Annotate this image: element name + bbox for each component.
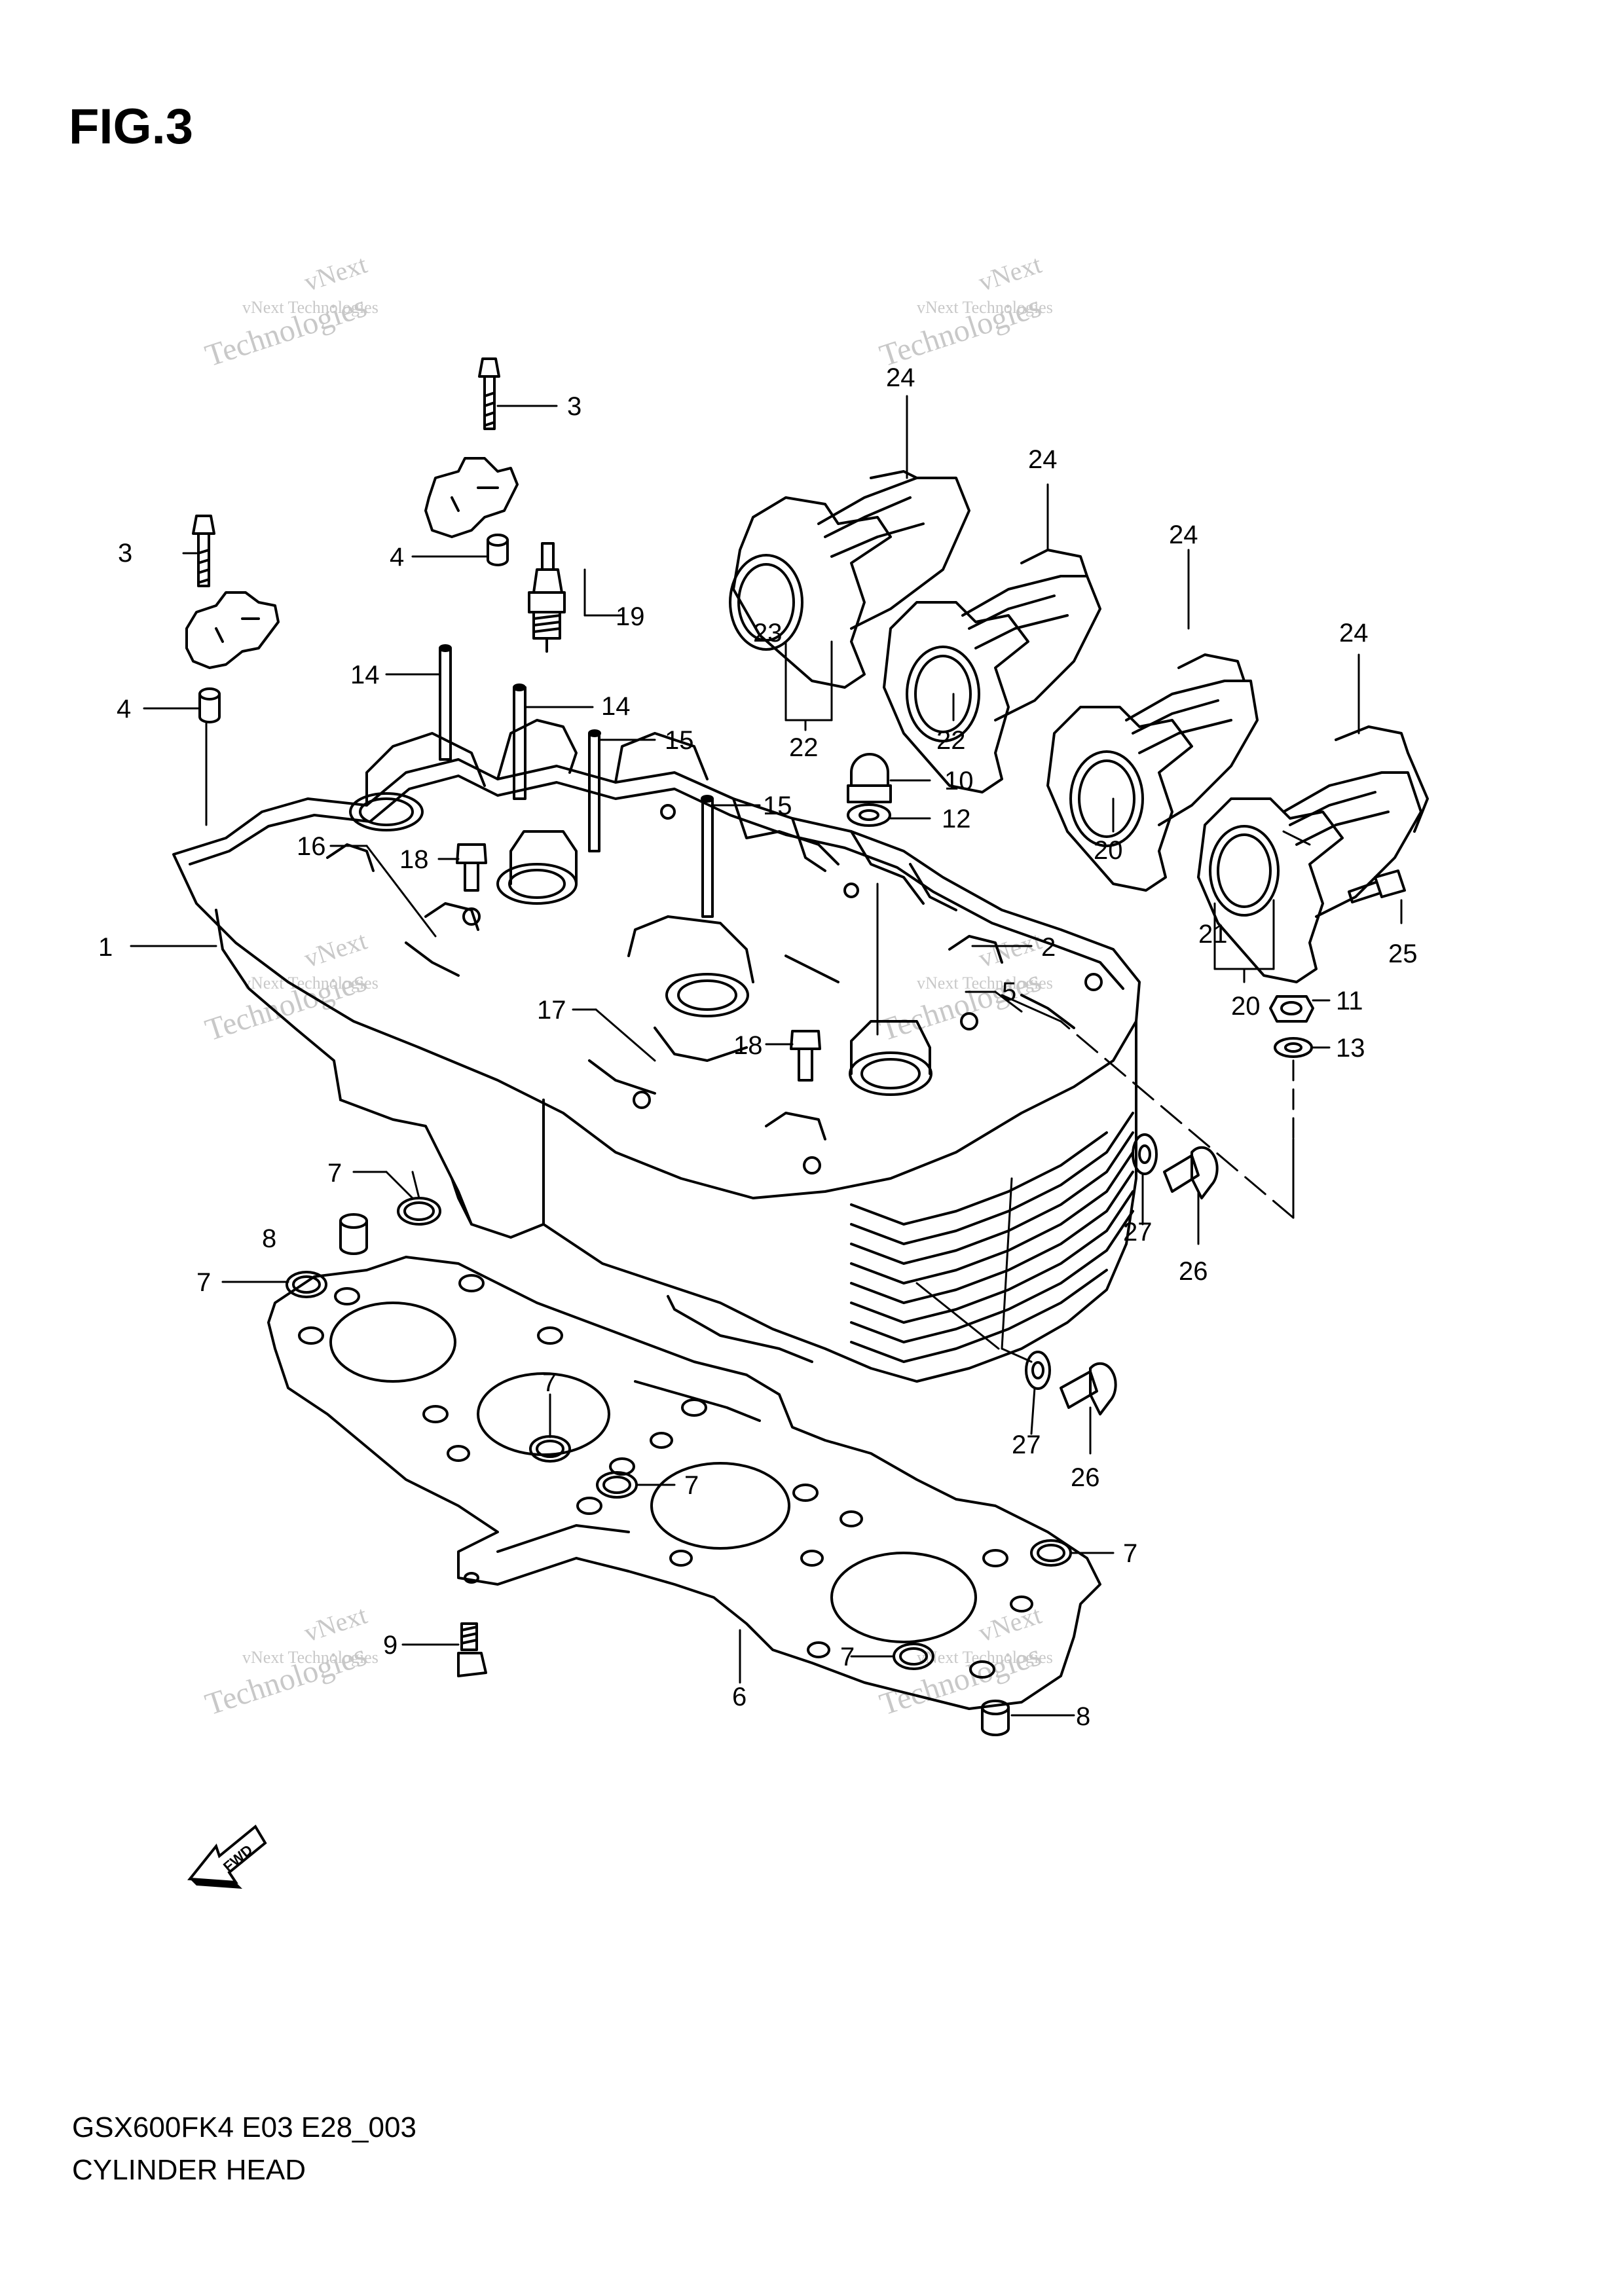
callout-18: 18 xyxy=(399,845,429,874)
watermark: vNext Technologies vNext Technologies xyxy=(201,1600,378,1722)
head-gasket xyxy=(267,1256,1101,1710)
callout-12: 12 xyxy=(942,805,971,833)
callout-15: 15 xyxy=(763,792,792,820)
figure-title: FIG.3 xyxy=(69,99,194,155)
bolt-18-center xyxy=(790,1030,821,1082)
callout-22: 22 xyxy=(789,733,819,762)
stud-15-right xyxy=(701,795,714,918)
spark-plug xyxy=(528,542,566,653)
o-rings xyxy=(286,1197,1072,1670)
callout-17: 17 xyxy=(537,996,566,1025)
dowel-4-upper xyxy=(487,534,509,566)
callout-7: 7 xyxy=(1123,1539,1137,1568)
callout-9: 9 xyxy=(383,1631,397,1660)
bolt-3-upper xyxy=(478,357,500,430)
callout-11: 11 xyxy=(1336,987,1363,1015)
callout-16: 16 xyxy=(297,832,326,861)
callout-7: 7 xyxy=(840,1643,855,1671)
callout-23: 23 xyxy=(753,619,783,647)
dowel-4-left xyxy=(198,687,221,723)
nut-11 xyxy=(1269,995,1314,1023)
stud-14-right xyxy=(513,683,526,800)
callout-4: 4 xyxy=(117,695,131,723)
callout-5: 5 xyxy=(1002,977,1016,1006)
callout-24: 24 xyxy=(1169,520,1198,549)
watermark: vNext Technologies vNext Technologies xyxy=(876,249,1053,374)
cap-nut-10 xyxy=(847,753,892,803)
intake-pipe-2 xyxy=(883,549,1101,793)
watermark: vNext Technologies vNext Technologies xyxy=(201,926,378,1048)
callout-1: 1 xyxy=(98,933,113,962)
callout-7: 7 xyxy=(684,1471,699,1500)
callout-24: 24 xyxy=(1028,445,1058,474)
callout-3: 3 xyxy=(567,392,581,421)
leader-lines xyxy=(130,395,1403,1717)
callout-19: 19 xyxy=(616,602,645,631)
callout-20: 20 xyxy=(1094,836,1123,865)
cam-cap-upper xyxy=(424,457,519,538)
callout-13: 13 xyxy=(1336,1034,1365,1063)
callout-8: 8 xyxy=(1076,1702,1090,1731)
callout-10: 10 xyxy=(944,767,974,795)
callout-8: 8 xyxy=(262,1224,276,1253)
svg-text:vNext Technologies: vNext Technologies xyxy=(917,1648,1053,1667)
callout-14: 14 xyxy=(601,692,631,721)
bolt-18-left xyxy=(456,843,487,892)
callout-26: 26 xyxy=(1179,1257,1208,1286)
callout-15: 15 xyxy=(665,726,694,755)
watermark: vNext Technologies vNext Technologies xyxy=(201,249,378,374)
bolt-3-left xyxy=(192,515,215,587)
bolt-26-lower xyxy=(1060,1362,1117,1415)
callout-6: 6 xyxy=(732,1683,747,1711)
washer-12 xyxy=(847,803,891,827)
callout-20: 20 xyxy=(1231,992,1261,1021)
callout-7: 7 xyxy=(542,1368,557,1397)
bolt-25 xyxy=(1348,869,1406,903)
stud-15-left xyxy=(588,729,601,852)
callout-14: 14 xyxy=(350,661,380,689)
washer-27-lower xyxy=(1025,1351,1051,1390)
stud-14-left xyxy=(439,644,452,761)
fwd-arrow-icon: FWD xyxy=(187,1824,267,1889)
cam-cap-left xyxy=(185,591,280,669)
svg-text:vNext Technologies: vNext Technologies xyxy=(917,974,1053,993)
svg-text:vNext Technologies: vNext Technologies xyxy=(917,298,1053,317)
callout-27: 27 xyxy=(1012,1430,1041,1459)
svg-text:vNext Technologies: vNext Technologies xyxy=(242,298,378,317)
intake-pipe-1 xyxy=(729,470,970,689)
callout-27: 27 xyxy=(1123,1218,1153,1247)
callout-4: 4 xyxy=(390,543,404,572)
cylinder-head xyxy=(172,719,1141,1383)
bolt-9 xyxy=(457,1622,487,1677)
dowel-pins xyxy=(339,1213,1010,1736)
svg-text:vNext Technologies: vNext Technologies xyxy=(242,974,378,993)
washer-13 xyxy=(1274,1037,1313,1058)
callout-22: 22 xyxy=(936,726,966,755)
watermark: vNext Technologies vNext Technologies xyxy=(876,926,1053,1048)
callout-24: 24 xyxy=(1339,619,1369,647)
washer-27-upper xyxy=(1132,1133,1158,1175)
intake-pipe-4 xyxy=(1197,725,1429,983)
callout-7: 7 xyxy=(196,1268,211,1297)
callout-2: 2 xyxy=(1041,933,1056,962)
svg-text:vNext Technologies: vNext Technologies xyxy=(242,1648,378,1667)
callout-3: 3 xyxy=(118,539,132,568)
callout-7: 7 xyxy=(327,1159,342,1188)
watermarks: vNext Technologies vNext Technologies vN… xyxy=(201,249,1053,1722)
callout-24: 24 xyxy=(886,363,915,392)
callout-labels: 1 2 3 3 4 4 5 6 7 7 7 7 7 7 8 8 9 10 11 … xyxy=(98,363,1418,1731)
intake-pipe-3 xyxy=(1046,653,1259,892)
callout-18: 18 xyxy=(733,1031,763,1060)
bolt-26-upper xyxy=(1163,1146,1219,1199)
callout-25: 25 xyxy=(1388,939,1418,968)
callout-26: 26 xyxy=(1071,1463,1100,1492)
model-code: GSX600FK4 E03 E28_003 xyxy=(72,2111,416,2143)
callout-21: 21 xyxy=(1198,920,1228,949)
diagram-caption: CYLINDER HEAD xyxy=(72,2154,306,2186)
